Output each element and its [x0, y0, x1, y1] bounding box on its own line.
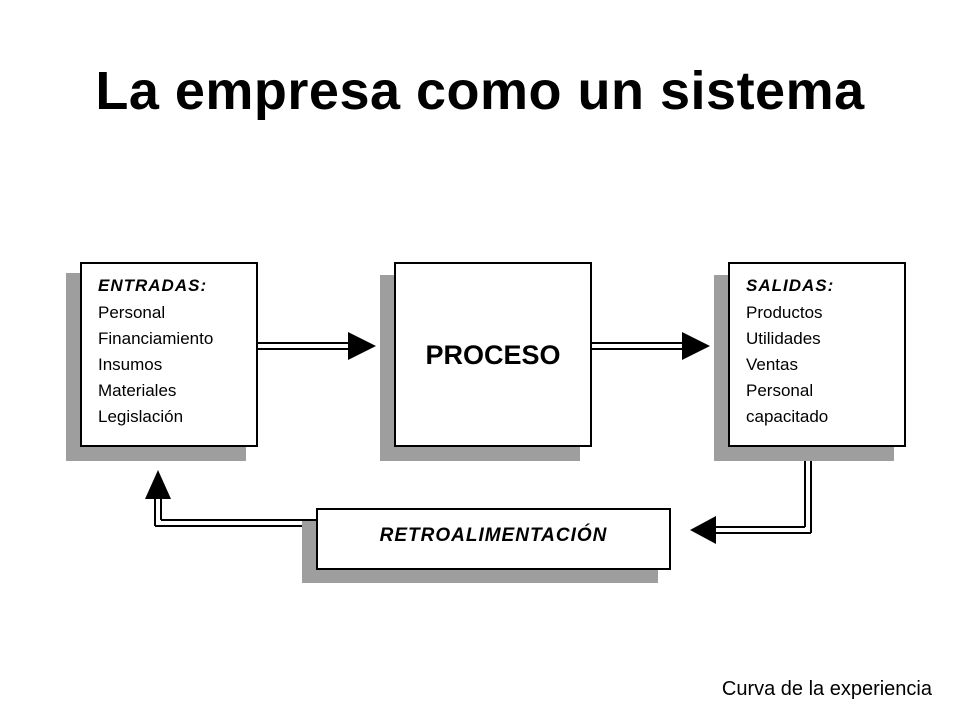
salidas-heading: SALIDAS:	[746, 276, 835, 295]
salidas-item: Utilidades	[746, 329, 821, 348]
proceso-label: PROCESO	[425, 340, 561, 370]
retroalimentacion-label: RETROALIMENTACIÓN	[379, 525, 608, 546]
entradas-item: Materiales	[98, 381, 177, 400]
entradas-box: ENTRADAS: Personal Financiamiento Insumo…	[80, 262, 258, 447]
entradas-item: Personal	[98, 303, 166, 322]
salidas-box: SALIDAS: Productos Utilidades Ventas Per…	[728, 262, 906, 447]
salidas-item: Ventas	[746, 355, 798, 374]
salidas-item: capacitado	[746, 407, 829, 426]
proceso-box: PROCESO	[394, 262, 592, 447]
entradas-item: Insumos	[98, 355, 163, 374]
entradas-item: Financiamiento	[98, 329, 214, 348]
slide-title: La empresa como un sistema	[95, 61, 865, 121]
arrow-entradas-to-proceso	[258, 332, 376, 360]
entradas-list: Personal Financiamiento Insumos Material…	[98, 300, 256, 430]
entradas-heading: ENTRADAS:	[98, 276, 208, 295]
arrow-retroalimentacion-to-entradas	[145, 470, 316, 527]
arrow-proceso-to-salidas	[591, 332, 710, 360]
salidas-item: Productos	[746, 303, 823, 322]
retroalimentacion-box: RETROALIMENTACIÓN	[316, 508, 671, 570]
footer-caption: Curva de la experiencia	[721, 678, 932, 700]
arrow-salidas-to-retroalimentacion	[690, 458, 812, 544]
salidas-list: Productos Utilidades Ventas Personal cap…	[746, 300, 904, 430]
entradas-item: Legislación	[98, 407, 184, 426]
salidas-item: Personal	[746, 381, 814, 400]
